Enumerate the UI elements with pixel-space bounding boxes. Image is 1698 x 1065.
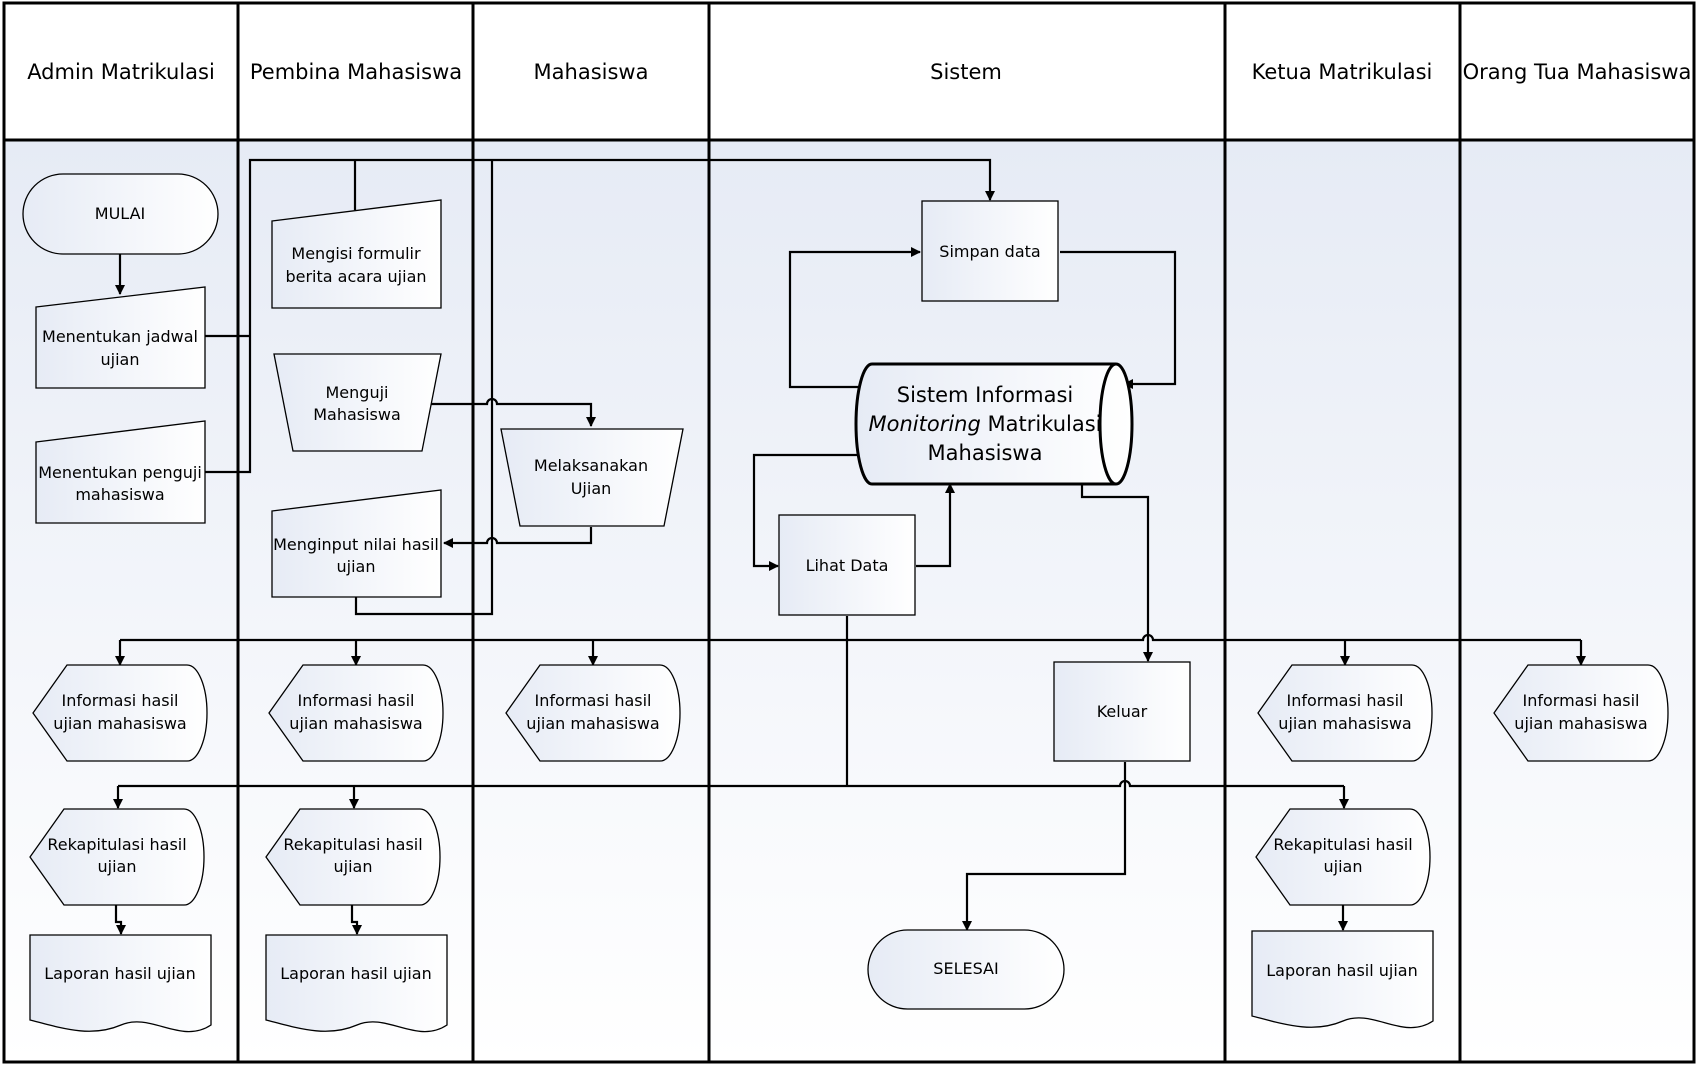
- laporan-pembina-label: Laporan hasil ujian: [280, 964, 432, 983]
- rekap-ketua-label-line-1: Rekapitulasi hasil: [1273, 835, 1412, 854]
- manual-input-penguji: Menentukan penguji mahasiswa: [35, 420, 206, 524]
- lane-title-orang-tua-mahasiswa: Orang Tua Mahasiswa: [1463, 60, 1692, 84]
- formulir-label-line-1: Mengisi formulir: [291, 244, 421, 263]
- process-simpan-data: Simpan data: [921, 200, 1059, 302]
- info-pembina-label-line-1: Informasi hasil: [297, 691, 414, 710]
- document-laporan-ketua: Laporan hasil ujian: [1251, 930, 1434, 1029]
- rekap-pembina-label-line-1: Rekapitulasi hasil: [283, 835, 422, 854]
- display-rekap-ketua: Rekapitulasi hasil ujian: [1255, 808, 1431, 906]
- rekap-admin-label-line-1: Rekapitulasi hasil: [47, 835, 186, 854]
- simpan-data-label: Simpan data: [939, 242, 1040, 261]
- manual-op-menguji: Menguji Mahasiswa: [273, 353, 442, 452]
- lane-title-sistem: Sistem: [930, 60, 1002, 84]
- lihat-data-label: Lihat Data: [806, 556, 889, 575]
- rekap-ketua-label-line-2: ujian: [1324, 857, 1363, 876]
- info-ketua-label-line-1: Informasi hasil: [1286, 691, 1403, 710]
- jadwal-label-line-1: Menentukan jadwal: [42, 327, 198, 346]
- manual-input-nilai: Menginput nilai hasil ujian: [271, 489, 442, 598]
- lane-title-ketua-matrikulasi: Ketua Matrikulasi: [1252, 60, 1433, 84]
- info-orang-tua-label-line-2: ujian mahasiswa: [1514, 714, 1647, 733]
- display-informasi-orang-tua: Informasi hasil ujian mahasiswa: [1493, 664, 1669, 762]
- lane-title-pembina-mahasiswa: Pembina Mahasiswa: [250, 60, 462, 84]
- info-pembina-label-line-2: ujian mahasiswa: [289, 714, 422, 733]
- display-rekap-pembina: Rekapitulasi hasil ujian: [265, 808, 441, 906]
- info-mahasiswa-label-line-2: ujian mahasiswa: [526, 714, 659, 733]
- process-keluar: Keluar: [1053, 661, 1191, 762]
- lane-headers: Admin Matrikulasi Pembina Mahasiswa Maha…: [27, 60, 1691, 84]
- info-orang-tua-label-line-1: Informasi hasil: [1522, 691, 1639, 710]
- rekap-pembina-label-line-2: ujian: [334, 857, 373, 876]
- melaksanakan-label-line-1: Melaksanakan: [534, 456, 648, 475]
- document-laporan-admin: Laporan hasil ujian: [29, 934, 212, 1033]
- display-informasi-admin: Informasi hasil ujian mahasiswa: [32, 664, 208, 762]
- laporan-ketua-label: Laporan hasil ujian: [1266, 961, 1418, 980]
- rekap-admin-label-line-2: ujian: [98, 857, 137, 876]
- formulir-label-line-2: berita acara ujian: [285, 267, 426, 286]
- penguji-label-line-1: Menentukan penguji: [38, 463, 202, 482]
- display-rekap-admin: Rekapitulasi hasil ujian: [29, 808, 205, 906]
- penguji-label-line-2: mahasiswa: [75, 485, 164, 504]
- database-label-italic: Monitoring: [869, 412, 981, 436]
- manual-input-jadwal: Menentukan jadwal ujian: [35, 286, 206, 389]
- database-label-line-3: Mahasiswa: [928, 441, 1043, 465]
- menguji-label-line-2: Mahasiswa: [313, 405, 401, 424]
- terminator-mulai-label: MULAI: [95, 204, 145, 223]
- display-informasi-mahasiswa: Informasi hasil ujian mahasiswa: [505, 664, 681, 762]
- process-lihat-data: Lihat Data: [778, 514, 916, 616]
- database-sistem-informasi: Sistem Informasi Monitoring Matrikulasi …: [854, 362, 1134, 486]
- database-label-line-1: Sistem Informasi: [897, 383, 1074, 407]
- info-admin-label-line-1: Informasi hasil: [61, 691, 178, 710]
- input-nilai-label-line-2: ujian: [337, 557, 376, 576]
- jadwal-label-line-2: ujian: [101, 350, 140, 369]
- terminator-selesai-label: SELESAI: [933, 959, 998, 978]
- terminator-selesai: SELESAI: [867, 929, 1065, 1010]
- terminator-mulai: MULAI: [22, 173, 219, 255]
- connectors: [113, 158, 1586, 935]
- document-laporan-pembina: Laporan hasil ujian: [265, 934, 448, 1033]
- keluar-label: Keluar: [1097, 702, 1148, 721]
- lane-title-mahasiswa: Mahasiswa: [534, 60, 649, 84]
- display-informasi-ketua: Informasi hasil ujian mahasiswa: [1257, 664, 1433, 762]
- manual-op-melaksanakan: Melaksanakan Ujian: [500, 428, 684, 527]
- info-mahasiswa-label-line-1: Informasi hasil: [534, 691, 651, 710]
- melaksanakan-label-line-2: Ujian: [571, 479, 612, 498]
- menguji-label-line-1: Menguji: [326, 383, 389, 402]
- database-label-line-2: Monitoring Matrikulasi: [869, 412, 1102, 436]
- database-label-rest: Matrikulasi: [981, 412, 1102, 436]
- manual-input-formulir: Mengisi formulir berita acara ujian: [271, 199, 442, 309]
- laporan-admin-label: Laporan hasil ujian: [44, 964, 196, 983]
- info-ketua-label-line-2: ujian mahasiswa: [1278, 714, 1411, 733]
- display-informasi-pembina: Informasi hasil ujian mahasiswa: [268, 664, 444, 762]
- input-nilai-label-line-1: Menginput nilai hasil: [273, 535, 439, 554]
- info-admin-label-line-2: ujian mahasiswa: [53, 714, 186, 733]
- lane-title-admin-matrikulasi: Admin Matrikulasi: [27, 60, 215, 84]
